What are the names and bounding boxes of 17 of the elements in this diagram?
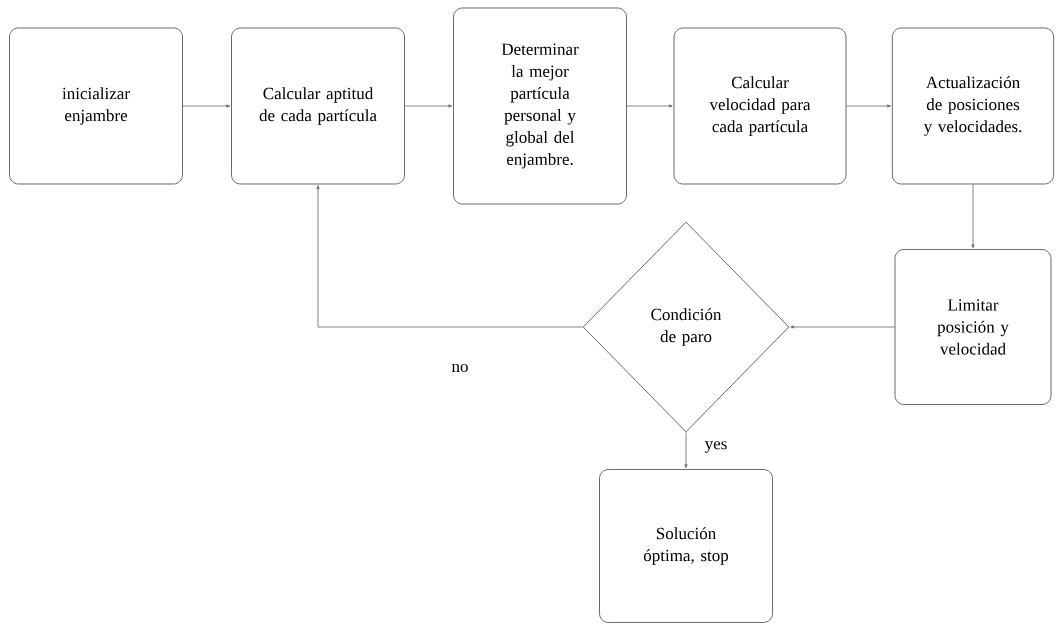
arrow: [971, 184, 975, 249]
arrow: [182, 104, 231, 108]
arrow: [684, 432, 688, 469]
arrow: [316, 185, 583, 328]
process-box: Actualización de posiciones y velocidades.: [891, 27, 1055, 185]
process-box: Solución óptima, stop: [599, 469, 773, 623]
arrow: [846, 104, 891, 108]
process-box: Limitar posición y velocidad: [894, 249, 1052, 405]
process-box: Calcular velocidad para cada partícula: [673, 27, 847, 185]
arrow: [626, 104, 673, 108]
process-box: Determinar la mejor partícula personal y global del enjambre.: [453, 7, 627, 205]
arrow: [404, 104, 453, 108]
process-box: inicializar enjambre: [9, 27, 183, 185]
edge-label: yes: [703, 440, 729, 454]
process-box: Calcular aptitud de cada partícula: [231, 27, 405, 185]
edge-label: no: [450, 362, 470, 374]
arrow: [790, 325, 895, 329]
